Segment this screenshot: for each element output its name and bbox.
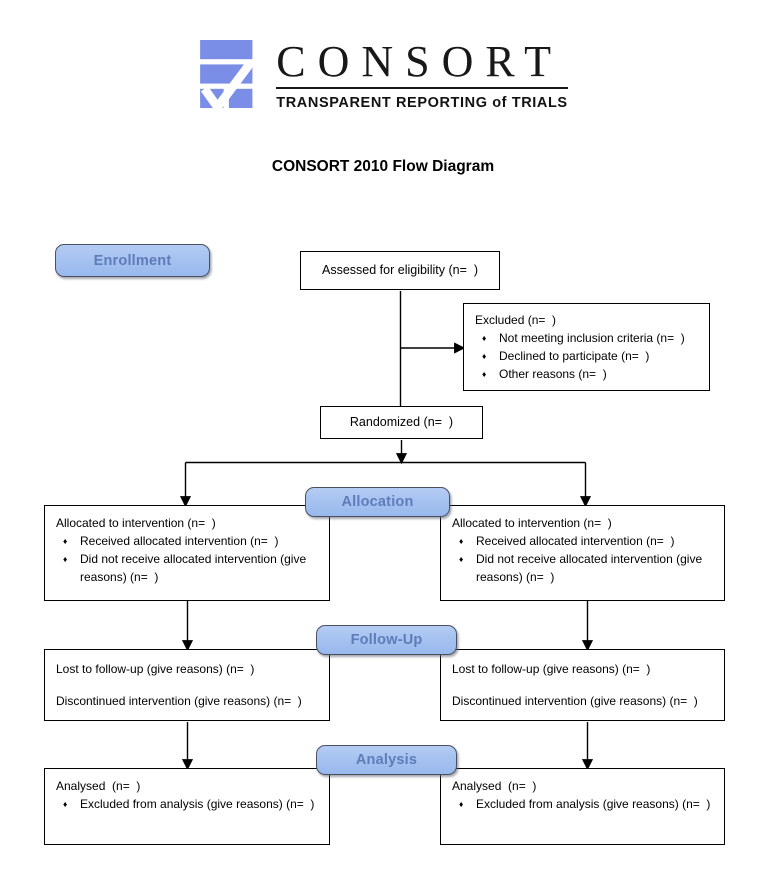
analysis-box-right: Analysed (n= ) Excluded from analysis (g… — [440, 768, 725, 845]
analysis-right-title: Analysed (n= ) — [452, 779, 537, 793]
allocation-box-left: Allocated to intervention (n= ) Received… — [44, 505, 330, 601]
followup-right-line-2: Discontinued intervention (give reasons)… — [452, 694, 698, 708]
allocation-left-title: Allocated to intervention (n= ) — [56, 516, 216, 530]
logo-text-block: CONSORT TRANSPARENT REPORTING of TRIALS — [276, 40, 568, 111]
followup-left-line-1: Lost to follow-up (give reasons) (n= ) — [56, 662, 255, 676]
consort-checkmark-logo-icon — [200, 40, 255, 108]
analysis-right-bullet-1: Excluded from analysis (give reasons) (n… — [450, 795, 718, 813]
analysis-left-bullet-1: Excluded from analysis (give reasons) (n… — [54, 795, 323, 813]
followup-right-line-1: Lost to follow-up (give reasons) (n= ) — [452, 662, 651, 676]
excluded-title: Excluded (n= ) — [475, 313, 557, 327]
allocation-right-bullet-2: Did not receive allocated intervention (… — [450, 550, 718, 586]
randomized-box: Randomized (n= ) — [320, 406, 483, 439]
allocation-right-bullet-1: Received allocated intervention (n= ) — [450, 532, 718, 550]
allocation-left-bullet-2: Did not receive allocated intervention (… — [54, 550, 323, 586]
page-title: CONSORT 2010 Flow Diagram — [271, 158, 495, 175]
followup-box-left: Lost to follow-up (give reasons) (n= ) D… — [44, 649, 330, 721]
phase-badge-allocation: Allocation — [305, 487, 450, 517]
assessed-for-eligibility-box: Assessed for eligibility (n= ) — [300, 251, 500, 290]
excluded-bullet-3: Other reasons (n= ) — [473, 365, 703, 383]
allocation-right-title: Allocated to intervention (n= ) — [452, 516, 612, 530]
excluded-box: Excluded (n= ) Not meeting inclusion cri… — [463, 303, 710, 391]
phase-badge-enrollment: Enrollment — [55, 244, 210, 277]
followup-box-right: Lost to follow-up (give reasons) (n= ) D… — [440, 649, 725, 721]
consort-logo: CONSORT TRANSPARENT REPORTING of TRIALS — [0, 40, 766, 111]
logo-tagline: TRANSPARENT REPORTING of TRIALS — [276, 95, 568, 111]
excluded-bullet-2: Declined to participate (n= ) — [473, 347, 703, 365]
phase-badge-followup: Follow-Up — [316, 625, 457, 655]
analysis-box-left: Analysed (n= ) Excluded from analysis (g… — [44, 768, 330, 845]
logo-brand-wordmark: CONSORT — [276, 40, 568, 89]
randomized-label: Randomized (n= ) — [349, 415, 454, 430]
assessed-label: Assessed for eligibility (n= ) — [322, 263, 478, 278]
excluded-bullet-1: Not meeting inclusion criteria (n= ) — [473, 329, 703, 347]
followup-left-line-2: Discontinued intervention (give reasons)… — [56, 694, 302, 708]
phase-badge-analysis: Analysis — [316, 745, 457, 775]
allocation-box-right: Allocated to intervention (n= ) Received… — [440, 505, 725, 601]
analysis-left-title: Analysed (n= ) — [56, 779, 141, 793]
allocation-left-bullet-1: Received allocated intervention (n= ) — [54, 532, 323, 550]
